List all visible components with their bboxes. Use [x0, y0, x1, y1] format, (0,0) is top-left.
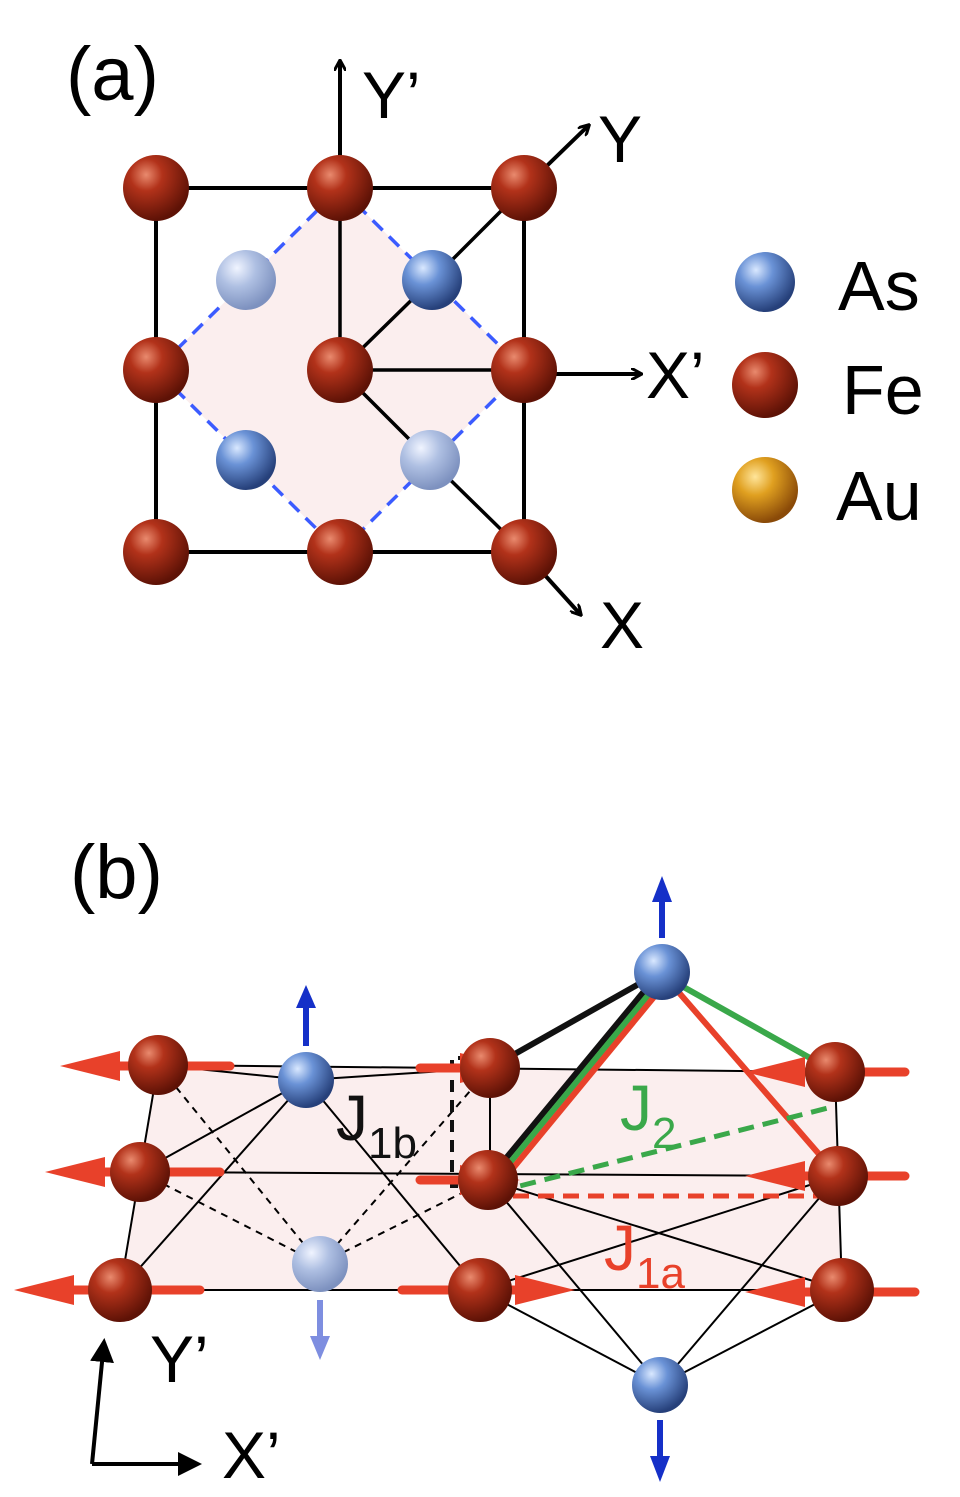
- bond: [119, 1079, 307, 1291]
- bond: [479, 1289, 661, 1386]
- j1b-label: J1b: [336, 1082, 417, 1168]
- fe-atom: [448, 1258, 512, 1322]
- as-displacement-arrowhead: [650, 1456, 670, 1482]
- y-axis-label: Y: [598, 102, 642, 176]
- bond: [659, 1289, 843, 1386]
- legend-as-swatch: [735, 252, 795, 312]
- legend-fe-label: Fe: [842, 351, 924, 429]
- fe-atom: [491, 519, 557, 585]
- j1a-bond: [665, 978, 841, 1178]
- spin-arrow-head: [60, 1051, 120, 1081]
- as-atom: [634, 944, 690, 1000]
- as-displacement-arrowhead: [652, 876, 672, 902]
- as-atom: [402, 250, 462, 310]
- as-atom: [216, 250, 276, 310]
- x-axis-label: X: [600, 588, 644, 662]
- j1b-bond: [485, 970, 663, 1182]
- legend: As Fe Au: [732, 247, 924, 535]
- fe-atom: [128, 1035, 188, 1095]
- y-prime-axis-label: Y’: [362, 58, 421, 132]
- spin-arrow-head: [745, 1057, 805, 1087]
- fe-atom: [805, 1042, 865, 1102]
- spin-arrow-head: [745, 1161, 805, 1191]
- j2-label: J2: [620, 1072, 676, 1158]
- spin-arrow-head: [14, 1275, 74, 1305]
- x-prime-axis-label: X’: [222, 1418, 281, 1492]
- fe-atom: [810, 1258, 874, 1322]
- spin-arrow-head: [745, 1277, 805, 1307]
- fe-atom: [307, 519, 373, 585]
- bond-dashed: [319, 1067, 491, 1265]
- as-atom: [216, 430, 276, 490]
- legend-au-label: Au: [836, 457, 922, 535]
- as-displacement-arrowhead: [296, 985, 316, 1008]
- as-atom: [400, 430, 460, 490]
- fe-atom: [123, 155, 189, 221]
- bond-dashed: [157, 1064, 321, 1265]
- j2-bond: [491, 974, 667, 1184]
- bond: [487, 1179, 661, 1386]
- panel-a-label: (a): [66, 32, 159, 117]
- fe-atom: [123, 337, 189, 403]
- fe-atom: [491, 155, 557, 221]
- y-prime-axis-arrow: [90, 1338, 114, 1465]
- x-prime-axis-label: X’: [646, 338, 705, 412]
- as-displacement-arrowhead: [310, 1336, 330, 1360]
- j2-bond: [662, 973, 837, 1075]
- fe-atom: [491, 337, 557, 403]
- bond: [139, 1079, 307, 1173]
- fe-atom: [123, 519, 189, 585]
- fe-atom: [808, 1146, 868, 1206]
- bond: [659, 1175, 839, 1386]
- legend-au-swatch: [732, 457, 798, 523]
- spin-arrow-head: [45, 1157, 105, 1187]
- legend-as-label: As: [838, 247, 920, 325]
- y-prime-axis-label: Y’: [150, 1322, 209, 1396]
- spin-arrow-head: [515, 1275, 575, 1305]
- fe-atom: [110, 1142, 170, 1202]
- fe-atom: [460, 1038, 520, 1098]
- fe-atom: [458, 1150, 518, 1210]
- fe-atom: [307, 155, 373, 221]
- j2-dashed-path: [495, 1071, 838, 1195]
- fe-atom: [88, 1258, 152, 1322]
- j1b-bond: [488, 969, 662, 1071]
- displacement-arrows: [296, 876, 672, 1482]
- as-atom: [278, 1052, 334, 1108]
- fe-atom: [307, 337, 373, 403]
- panel-a: (a) Y’ Y X’ X: [66, 32, 924, 662]
- j1a-label: J1a: [604, 1212, 685, 1298]
- j1a-bond: [497, 978, 671, 1186]
- panel-b-label: (b): [70, 830, 163, 915]
- bond: [305, 1079, 481, 1291]
- legend-fe-swatch: [732, 352, 798, 418]
- as-atom: [292, 1236, 348, 1292]
- as-atom: [632, 1357, 688, 1413]
- panel-b: (b) J1b J2: [14, 830, 920, 1492]
